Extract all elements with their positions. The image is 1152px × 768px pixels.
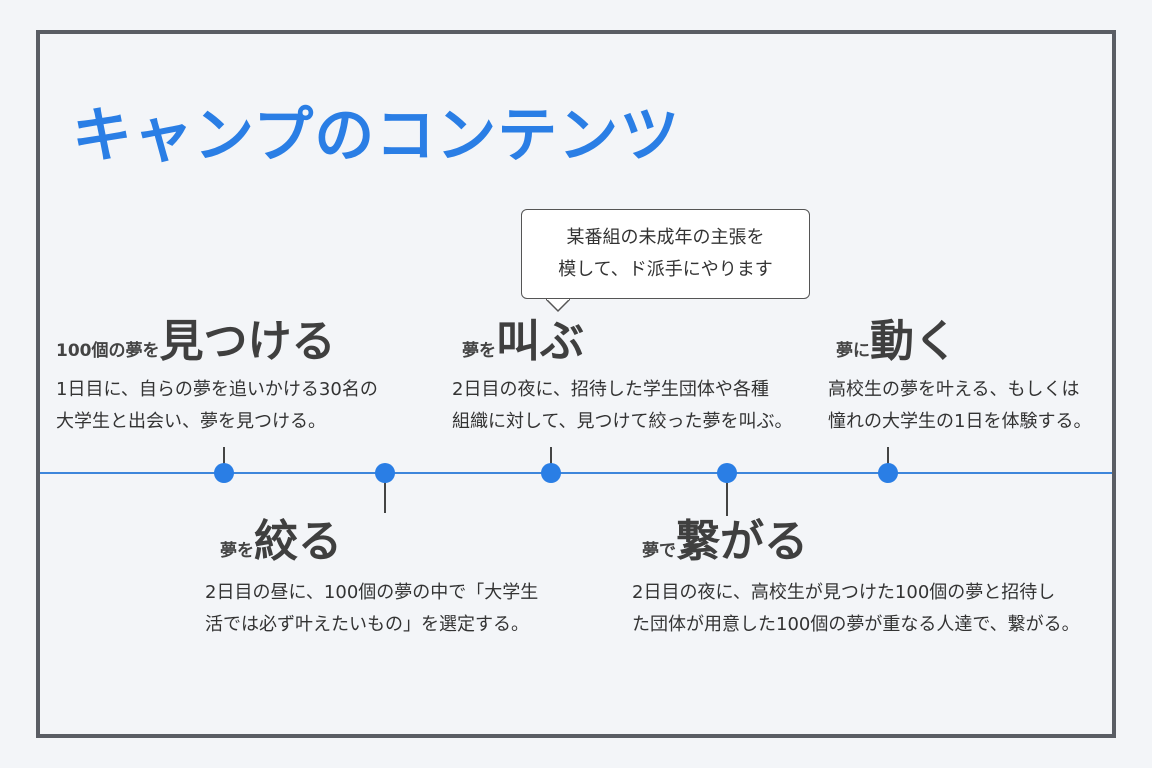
- step-desc-line: 高校生の夢を叶える、もしくは: [828, 379, 1080, 400]
- step-desc-5: 高校生の夢を叶える、もしくは 憧れの大学生の1日を体験する。: [828, 374, 1091, 438]
- step-prefix: 夢に: [836, 341, 870, 361]
- step-prefix: 夢で: [642, 541, 676, 561]
- step-desc-line: 組織に対して、見つけて絞った夢を叫ぶ。: [452, 411, 793, 432]
- timeline-dot-1: [214, 463, 234, 483]
- timeline-line: [40, 472, 1112, 474]
- timeline-tick-1: [223, 447, 225, 467]
- step-desc-3: 2日目の夜に、招待した学生団体や各種 組織に対して、見つけて絞った夢を叫ぶ。: [452, 374, 793, 438]
- step-desc-line: た団体が用意した100個の夢が重なる人達で、繋がる。: [632, 614, 1080, 635]
- timeline-dot-2: [375, 463, 395, 483]
- step-desc-1: 1日目に、自らの夢を追いかける30名の 大学生と出会い、夢を見つける。: [56, 374, 378, 438]
- step-desc-line: 憧れの大学生の1日を体験する。: [828, 411, 1092, 432]
- step-verb: 繋がる: [676, 516, 808, 567]
- step-desc-line: 2日目の夜に、高校生が見つけた100個の夢と招待し: [632, 582, 1056, 603]
- timeline-tick-3: [550, 447, 552, 467]
- step-prefix: 夢を: [462, 341, 496, 361]
- step-verb: 見つける: [159, 316, 336, 367]
- step-verb: 動く: [870, 316, 958, 367]
- step-heading-2: 夢を絞る: [220, 516, 342, 567]
- timeline-tick-5: [887, 447, 889, 467]
- step-desc-4: 2日目の夜に、高校生が見つけた100個の夢と招待し た団体が用意した100個の夢…: [632, 577, 1080, 641]
- callout-line-1: 某番組の未成年の主張を: [566, 227, 765, 248]
- step-desc-line: 大学生と出会い、夢を見つける。: [56, 411, 326, 432]
- step-heading-5: 夢に動く: [836, 316, 958, 367]
- step-verb: 叫ぶ: [496, 316, 584, 367]
- step-desc-2: 2日目の昼に、100個の夢の中で「大学生 活では必ず叶えたいもの」を選定する。: [205, 577, 538, 641]
- step-heading-3: 夢を叫ぶ: [462, 316, 584, 367]
- step-heading-4: 夢で繋がる: [642, 516, 808, 567]
- step-prefix: 夢を: [220, 541, 254, 561]
- step-verb: 絞る: [254, 516, 342, 567]
- timeline-dot-3: [541, 463, 561, 483]
- callout-bubble: 某番組の未成年の主張を 模して、ド派手にやります: [521, 209, 810, 299]
- step-desc-line: 2日目の昼に、100個の夢の中で「大学生: [205, 582, 539, 603]
- step-heading-1: 100個の夢を見つける: [56, 316, 336, 367]
- content-frame: [36, 30, 1116, 738]
- step-desc-line: 1日目に、自らの夢を追いかける30名の: [56, 379, 378, 400]
- step-desc-line: 2日目の夜に、招待した学生団体や各種: [452, 379, 769, 400]
- step-prefix: 100個の夢を: [56, 341, 160, 361]
- callout-line-2: 模して、ド派手にやります: [558, 259, 773, 280]
- page-title: キャンプのコンテンツ: [72, 101, 681, 171]
- step-desc-line: 活では必ず叶えたいもの」を選定する。: [205, 614, 529, 635]
- timeline-tick-2: [384, 478, 386, 513]
- timeline-tick-4: [726, 478, 728, 516]
- timeline-dot-4: [717, 463, 737, 483]
- timeline-dot-5: [878, 463, 898, 483]
